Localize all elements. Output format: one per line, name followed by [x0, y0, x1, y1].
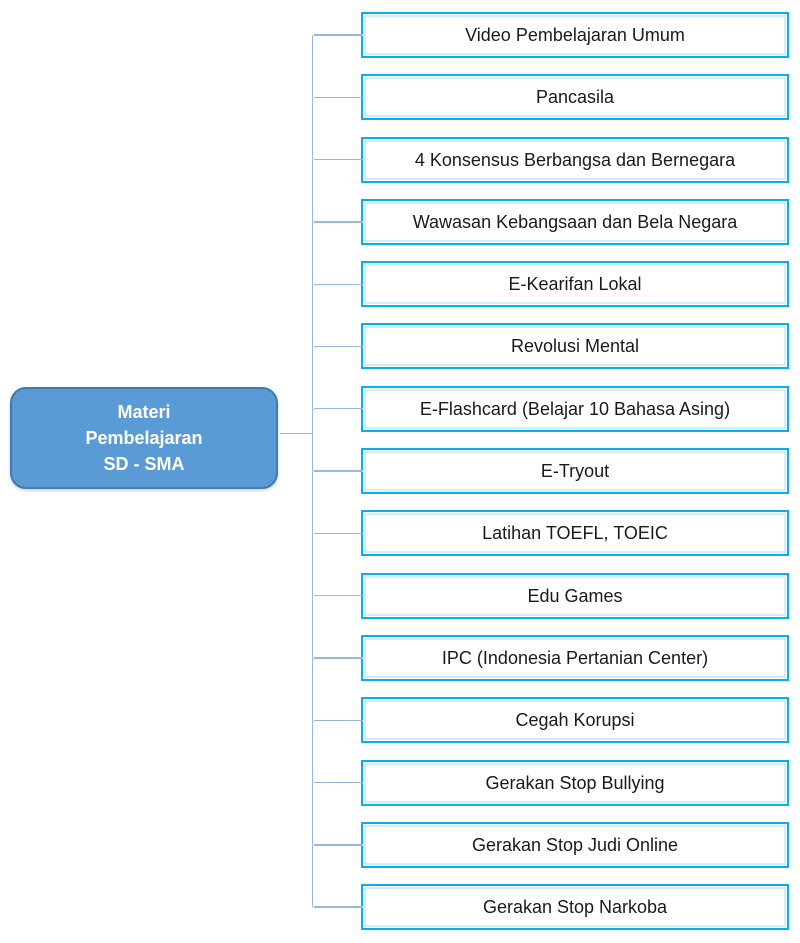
- diagram-node-label: Gerakan Stop Judi Online: [471, 834, 679, 855]
- diagram-node: E-Flashcard (Belajar 10 Bahasa Asing): [314, 385, 789, 432]
- diagram-node: Cegah Korupsi: [314, 697, 789, 744]
- diagram-node: Latihan TOEFL, TOEIC: [314, 510, 789, 557]
- diagram-node-label: E-Kearifan Lokal: [508, 274, 642, 295]
- diagram-node-label: Gerakan Stop Narkoba: [482, 897, 668, 918]
- connector-root-line: [280, 433, 312, 435]
- diagram-node: Gerakan Stop Judi Online: [314, 821, 789, 868]
- diagram-node: IPC (Indonesia Pertanian Center): [314, 634, 789, 681]
- diagram-node: Video Pembelajaran Umum: [314, 12, 789, 58]
- diagram-node-label: 4 Konsensus Berbangsa dan Bernegara: [414, 149, 736, 170]
- diagram-node: Edu Games: [314, 572, 789, 619]
- diagram-node: E-Tryout: [314, 448, 789, 495]
- children-column: Video Pembelajaran Umum Pancasila 4 Kons…: [314, 12, 789, 931]
- diagram-node-label: IPC (Indonesia Pertanian Center): [441, 647, 709, 668]
- diagram-node: Pancasila: [314, 74, 789, 121]
- diagram-node: Gerakan Stop Bullying: [314, 759, 789, 806]
- diagram-node: Revolusi Mental: [314, 323, 789, 370]
- diagram-node-label: Wawasan Kebangsaan dan Bela Negara: [412, 211, 738, 232]
- diagram-node-label: Cegah Korupsi: [515, 710, 635, 731]
- diagram-node-label: E-Flashcard (Belajar 10 Bahasa Asing): [419, 398, 731, 419]
- diagram-node: Gerakan Stop Narkoba: [314, 884, 789, 931]
- diagram-node-label: Video Pembelajaran Umum: [465, 25, 685, 45]
- diagram-node-label: Gerakan Stop Bullying: [485, 772, 665, 793]
- root-node: Materi Pembelajaran SD - SMA: [10, 387, 278, 489]
- diagram-node: 4 Konsensus Berbangsa dan Bernegara: [314, 136, 789, 183]
- connector-trunk-line: [312, 35, 314, 907]
- diagram-node-label: Pancasila: [535, 87, 615, 108]
- diagram-node-label: E-Tryout: [540, 461, 610, 482]
- diagram-node-label: Revolusi Mental: [510, 336, 640, 357]
- diagram-node: Wawasan Kebangsaan dan Bela Negara: [314, 198, 789, 245]
- diagram-node: E-Kearifan Lokal: [314, 261, 789, 308]
- root-node-label: Materi Pembelajaran SD - SMA: [85, 402, 203, 474]
- diagram-node-label: Latihan TOEFL, TOEIC: [482, 523, 668, 544]
- diagram-node-label: Edu Games: [527, 585, 623, 606]
